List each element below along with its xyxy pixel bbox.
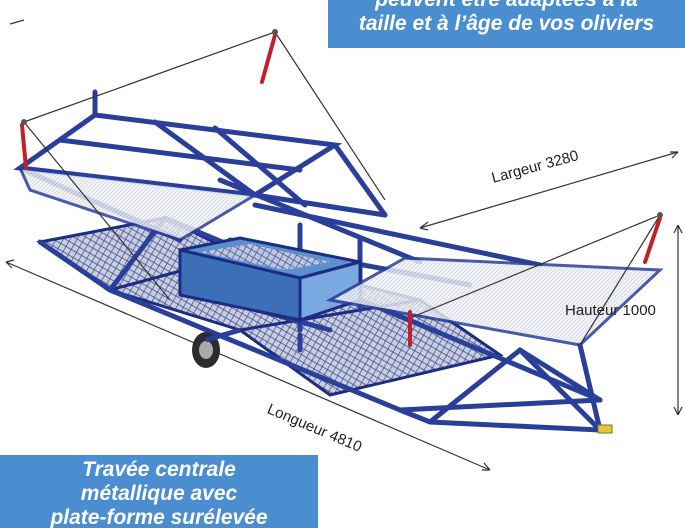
bottom-caption-line-1: Travée centrale bbox=[82, 458, 236, 481]
tensioner-top-right bbox=[260, 33, 277, 84]
bottom-caption-box: Travée centrale métallique avec plate-fo… bbox=[0, 455, 318, 529]
length-dimension-line bbox=[5, 261, 491, 471]
tensioner-top-left bbox=[20, 123, 28, 170]
width-dimension-line bbox=[419, 151, 679, 229]
top-caption-line-1: peuvent être adaptées à la bbox=[328, 0, 685, 12]
wheel bbox=[192, 327, 241, 368]
bottom-caption-line-3: plate-forme surélevée bbox=[50, 506, 268, 529]
tension-cables bbox=[23, 31, 661, 346]
tensioner-right bbox=[643, 216, 662, 264]
top-caption-line-2: taille et à l’âge de vos oliviers bbox=[358, 12, 655, 35]
tow-hitch bbox=[597, 424, 613, 434]
height-dimension-label: Hauteur 1000 bbox=[565, 302, 656, 319]
bottom-caption-line-2: métallique avec bbox=[80, 482, 238, 505]
top-caption-box: peuvent être adaptées à la taille et à l… bbox=[328, 0, 685, 48]
dimension-lines bbox=[5, 19, 683, 471]
red-tensioners bbox=[20, 33, 662, 347]
central-raised-platform bbox=[178, 236, 362, 323]
cable-ends bbox=[21, 29, 663, 218]
left-netting-wing bbox=[17, 166, 260, 242]
